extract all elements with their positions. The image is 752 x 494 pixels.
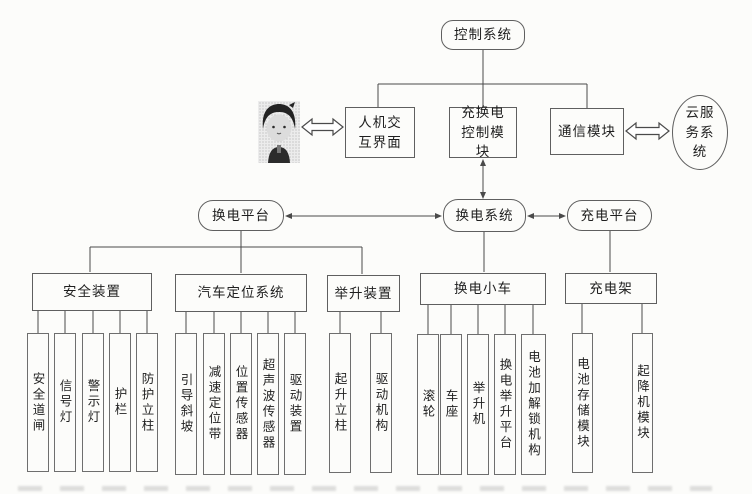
node-label: 云服务系统 <box>685 105 715 160</box>
leaf-safety-barrier-gate: 安全道闸 <box>27 333 49 472</box>
arrowheads <box>285 159 566 219</box>
leaf-lifting-column: 起升立柱 <box>329 333 351 473</box>
leaf-protective-column: 防护立柱 <box>136 333 158 472</box>
node-charging-rack: 充电架 <box>565 273 657 304</box>
node-charge-swap-control-module: 充换电控制模块 <box>449 105 517 159</box>
node-cloud-service-system: 云服务系统 <box>672 95 728 170</box>
node-hmi: 人机交互界面 <box>345 107 415 158</box>
leaf-roller: 滚轮 <box>417 334 439 475</box>
node-swap-cart: 换电小车 <box>420 273 546 305</box>
leaf-ultrasonic-sensor: 超声波传感器 <box>257 333 279 475</box>
leaf-guide-ramp: 引导斜坡 <box>175 333 197 475</box>
scan-artifact <box>18 486 712 491</box>
leaf-cart-seat: 车座 <box>440 334 462 475</box>
node-label: 通信模块 <box>558 123 616 139</box>
node-label: 控制系统 <box>454 27 512 43</box>
node-comm-module: 通信模块 <box>550 108 624 155</box>
leaf-battery-lock-unlock-mechanism: 电池加解锁机构 <box>521 334 546 475</box>
node-label: 充电平台 <box>580 207 639 223</box>
leaf-deceleration-positioning-belt: 减速定位带 <box>203 333 225 475</box>
node-control-system: 控制系统 <box>441 20 525 50</box>
leaf-battery-storage-module: 电池存储模块 <box>572 333 593 473</box>
node-label: 安全装置 <box>63 284 121 300</box>
node-lifting-device: 举升装置 <box>327 275 400 312</box>
double-arrow-icon <box>625 121 670 141</box>
node-label: 换电系统 <box>455 207 514 223</box>
node-charging-platform: 充电平台 <box>567 200 652 231</box>
node-swap-system: 换电系统 <box>443 199 526 232</box>
node-swap-platform: 换电平台 <box>198 200 284 231</box>
leaf-signal-light: 信号灯 <box>54 333 76 472</box>
node-label: 充换电控制模块 <box>461 105 505 160</box>
user-icon <box>256 99 302 170</box>
node-label: 充电架 <box>589 280 633 296</box>
node-label: 换电小车 <box>454 281 512 297</box>
leaf-hoist-module: 起降机模块 <box>632 333 653 473</box>
node-label: 汽车定位系统 <box>197 285 285 301</box>
leaf-lifter: 举升机 <box>467 334 489 475</box>
leaf-swap-lifting-platform: 换电举升平台 <box>494 334 516 475</box>
leaf-drive-device: 驱动装置 <box>284 333 306 475</box>
leaf-drive-mechanism: 驱动机构 <box>370 333 392 473</box>
node-vehicle-positioning-system: 汽车定位系统 <box>175 274 307 312</box>
leaf-guardrail: 护栏 <box>109 333 131 472</box>
node-label: 举升装置 <box>334 285 393 301</box>
double-arrow-icon <box>301 117 344 137</box>
node-label: 人机交互界面 <box>358 114 402 150</box>
node-label: 换电平台 <box>212 207 270 223</box>
node-safety-device: 安全装置 <box>32 273 152 311</box>
leaf-warning-light: 警示灯 <box>82 333 104 472</box>
leaf-position-sensor: 位置传感器 <box>230 333 252 475</box>
